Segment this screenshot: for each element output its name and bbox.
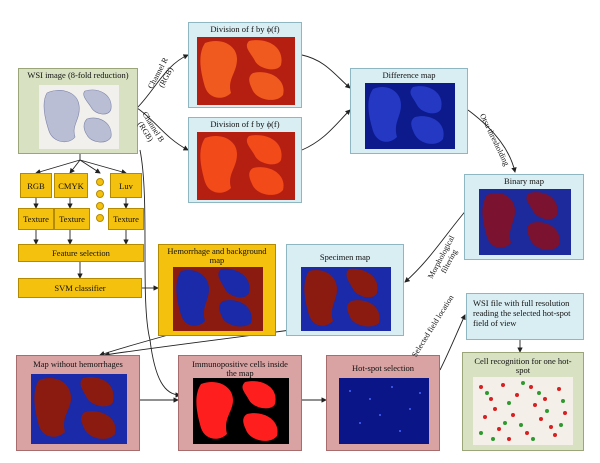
division-b-image — [197, 132, 295, 200]
binary-map-node: Binary map — [464, 174, 584, 260]
immunopositive-cells-title: Immunopositive cells inside the map — [192, 359, 288, 378]
hemorrhage-map-tissue — [176, 268, 252, 327]
specimen-map-tissue — [304, 268, 380, 327]
difference-map-node: Difference map — [350, 68, 468, 154]
texture-box: Texture — [54, 208, 90, 230]
map-without-hemorrhages-title: Map without hemorrhages — [33, 359, 123, 369]
immunopositive-cells-node: Immunopositive cells inside the map — [178, 355, 302, 451]
wsi-full-resolution-text: WSI file with full resolution reading th… — [473, 298, 571, 328]
hot-spot-selection-title: Hot-spot selection — [351, 363, 415, 373]
division-b-title: Division of f by ϕ(f) — [210, 119, 280, 129]
specimen-map-image — [301, 267, 391, 331]
difference-map-title: Difference map — [382, 70, 436, 80]
map-without-hemorrhages-node: Map without hemorrhages — [16, 355, 140, 451]
ellipsis-dot — [96, 178, 104, 186]
wsi-thumbnail — [39, 85, 119, 149]
binary-map-tissue — [482, 192, 560, 250]
cell-recognition-title: Cell recognition for one hot-spot — [474, 356, 572, 375]
division-r-image — [197, 37, 295, 105]
rgb-box: RGB — [20, 173, 52, 198]
cmyk-box: CMYK — [54, 173, 88, 198]
hot-spot-selection-node: Hot-spot selection — [326, 355, 440, 451]
map-without-hemorrhages-image — [31, 374, 127, 444]
specimen-map-title: Specimen map — [319, 252, 371, 262]
feature-selection-box: Feature selection — [18, 244, 144, 262]
division-r-node: Division of f by ϕ(f) — [188, 22, 302, 108]
wsi-image-node: WSI image (8-fold reduction) — [18, 68, 138, 154]
ellipsis-dot — [96, 214, 104, 222]
map-without-hemorrhages-tissue — [34, 377, 116, 439]
cell-recognition-image — [473, 377, 573, 445]
division-r-tissue — [200, 40, 284, 100]
ellipsis-dot — [96, 202, 104, 210]
wsi-tissue-shape — [43, 89, 112, 143]
wsi-image-title: WSI image (8-fold reduction) — [27, 70, 129, 80]
hot-spot-dots — [349, 386, 421, 432]
svm-classifier-box: SVM classifier — [18, 278, 142, 298]
wsi-full-resolution-node: WSI file with full resolution reading th… — [466, 293, 584, 340]
division-r-title: Division of f by ϕ(f) — [210, 24, 280, 34]
immunopositive-cells-tissue — [196, 381, 278, 441]
cell-recognition-cells — [479, 381, 567, 441]
difference-map-image — [365, 83, 455, 149]
division-b-tissue — [200, 135, 284, 195]
hot-spot-selection-image — [339, 378, 429, 444]
immunopositive-cells-image — [193, 378, 289, 444]
texture-box: Texture — [108, 208, 144, 230]
hemorrhage-map-node: Hemorrhage and background map — [158, 244, 276, 336]
division-b-node: Division of f by ϕ(f) — [188, 117, 302, 203]
hemorrhage-map-image — [173, 267, 263, 331]
texture-box: Texture — [18, 208, 54, 230]
difference-map-tissue — [368, 86, 444, 144]
cell-recognition-node: Cell recognition for one hot-spot — [462, 352, 584, 451]
specimen-map-node: Specimen map — [286, 244, 404, 336]
binary-map-title: Binary map — [504, 176, 544, 186]
luv-box: Luv — [110, 173, 142, 198]
binary-map-image — [479, 189, 571, 255]
hemorrhage-map-title: Hemorrhage and background map — [167, 246, 267, 265]
ellipsis-dot — [96, 190, 104, 198]
